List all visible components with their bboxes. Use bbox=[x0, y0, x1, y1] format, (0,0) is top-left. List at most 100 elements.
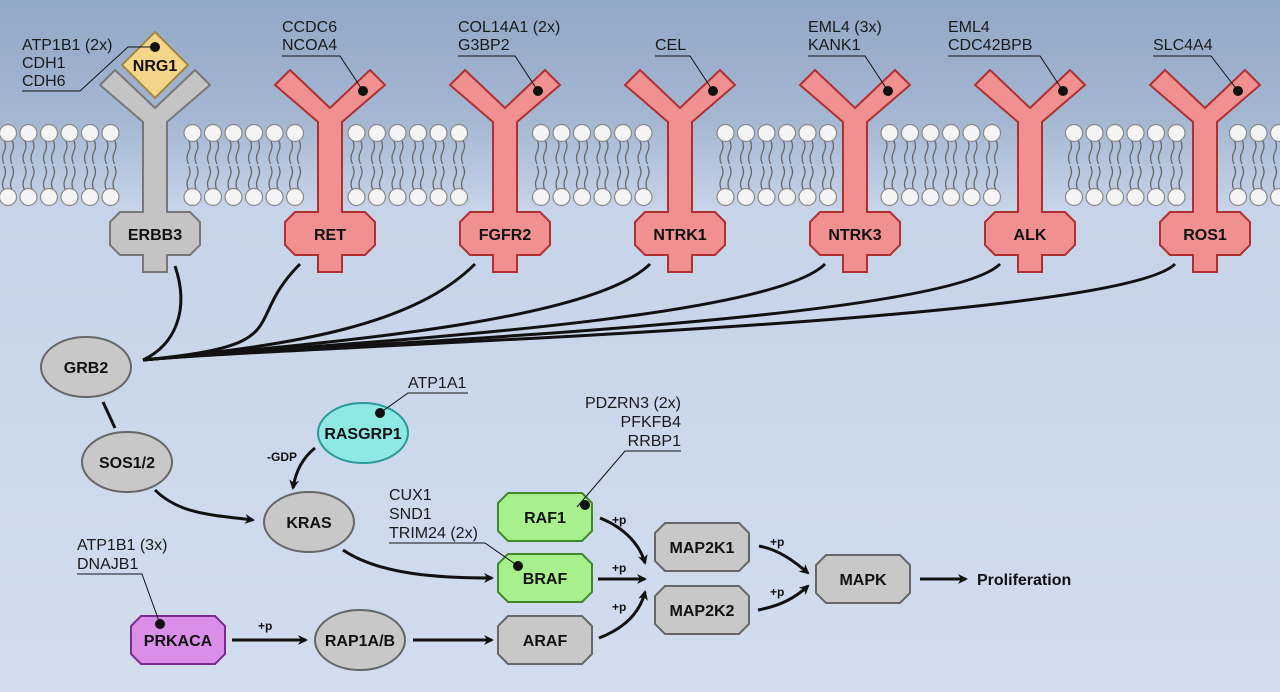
receptor-label: FGFR2 bbox=[479, 227, 532, 244]
fusion-dot bbox=[580, 500, 590, 510]
receptor-erbb3: ERBB3 bbox=[98, 68, 212, 273]
map2k2-label: MAP2K2 bbox=[670, 603, 735, 620]
lipid-head bbox=[900, 187, 920, 207]
lipid-head bbox=[1146, 187, 1166, 207]
rasgrp1-fusions: ATP1A1 bbox=[375, 375, 468, 418]
lipid-head bbox=[408, 187, 428, 207]
fusion-label: KANK1 bbox=[808, 37, 861, 54]
fusion-label: ATP1B1 (3x) bbox=[77, 537, 167, 554]
lipid-head bbox=[613, 123, 633, 143]
lipid-head bbox=[0, 123, 18, 143]
lipid-head bbox=[449, 123, 469, 143]
fusion-label: CEL bbox=[655, 37, 686, 54]
node-kras: KRAS bbox=[263, 491, 355, 553]
node-braf: BRAF bbox=[497, 553, 593, 603]
receptor-ntrk3: NTRK3 EML4 (3x)KANK1 bbox=[798, 19, 912, 273]
fusion-dot bbox=[358, 86, 368, 96]
node-grb2: GRB2 bbox=[40, 336, 132, 398]
lipid-head bbox=[572, 123, 592, 143]
lipid-head bbox=[1105, 123, 1125, 143]
lipid-head bbox=[224, 187, 243, 207]
lipid-head bbox=[552, 187, 571, 207]
lipid-head bbox=[285, 187, 305, 207]
lipid-head bbox=[552, 123, 571, 143]
braf-fusions: CUX1 SND1 TRIM24 (2x) bbox=[389, 487, 519, 567]
fusion-label: EML4 (3x) bbox=[808, 19, 882, 36]
fusion-dot bbox=[533, 86, 543, 96]
lipid-head bbox=[429, 187, 448, 207]
receptor-label: NTRK3 bbox=[828, 227, 881, 244]
fusion-label: CDH6 bbox=[22, 73, 66, 90]
nrg1-label: NRG1 bbox=[133, 58, 178, 75]
lipid-head bbox=[80, 187, 100, 207]
lipid-head bbox=[1228, 123, 1248, 143]
lipid-head bbox=[757, 123, 776, 143]
lipid-head bbox=[1064, 187, 1084, 207]
lipid-head bbox=[818, 123, 838, 143]
fusion-label: CCDC6 bbox=[282, 19, 337, 36]
lipid-head bbox=[1167, 123, 1186, 143]
lipid-head bbox=[716, 187, 735, 207]
araf-label: ARAF bbox=[523, 633, 568, 650]
raf1-fusions: PDZRN3 (2x) PFKFB4 RRBP1 bbox=[576, 395, 681, 508]
fusion-label: DNAJB1 bbox=[77, 556, 138, 573]
lipid-head bbox=[101, 187, 120, 207]
lipid-head bbox=[736, 123, 756, 143]
lipid-head bbox=[962, 123, 981, 143]
node-prkaca: PRKACA bbox=[130, 615, 226, 665]
phospho-label: +p bbox=[612, 561, 626, 575]
fusion-label: RRBP1 bbox=[628, 433, 681, 450]
prkaca-fusions: ATP1B1 (3x) DNAJB1 bbox=[77, 537, 167, 625]
lipid-head bbox=[265, 123, 284, 143]
fusion-label: EML4 bbox=[948, 19, 990, 36]
lipid-head bbox=[244, 187, 264, 207]
fusion-label: CDH1 bbox=[22, 55, 66, 72]
receptor-link bbox=[142, 262, 1177, 362]
lipid-head bbox=[1085, 187, 1104, 207]
receptor-ntrk1: NTRK1 CEL bbox=[623, 37, 737, 273]
lipid-head bbox=[0, 187, 18, 207]
lipid-head bbox=[367, 123, 387, 143]
lipid-head bbox=[1085, 123, 1104, 143]
receptor-grb2-links bbox=[142, 262, 1177, 362]
lipid-head bbox=[921, 187, 940, 207]
node-sos: SOS1/2 bbox=[81, 431, 173, 493]
lipid-head bbox=[941, 123, 961, 143]
lipid-head bbox=[777, 187, 797, 207]
fusion-dot bbox=[1058, 86, 1068, 96]
lipid-head bbox=[1167, 187, 1186, 207]
receptor-label: ERBB3 bbox=[128, 227, 182, 244]
map2k1-label: MAP2K1 bbox=[670, 540, 735, 557]
fusion-label: CUX1 bbox=[389, 487, 432, 504]
lipid-head bbox=[408, 123, 428, 143]
phospho-label: +p bbox=[770, 535, 784, 549]
lipid-head bbox=[716, 123, 735, 143]
lipid-head bbox=[1126, 123, 1145, 143]
grb2-label: GRB2 bbox=[64, 360, 109, 377]
rap1-label: RAP1A/B bbox=[325, 633, 395, 650]
lipid-head bbox=[818, 187, 838, 207]
lipid-head bbox=[1228, 187, 1248, 207]
lipid-head bbox=[593, 123, 612, 143]
phospho-label: +p bbox=[770, 585, 784, 599]
lipid-head bbox=[593, 187, 612, 207]
fusion-label: CDC42BPB bbox=[948, 37, 1032, 54]
fusion-label: ATP1B1 (2x) bbox=[22, 37, 112, 54]
lipid-head bbox=[798, 123, 817, 143]
sos-label: SOS1/2 bbox=[99, 455, 155, 472]
fusion-dot bbox=[708, 86, 718, 96]
phospho-label: +p bbox=[612, 513, 626, 527]
lipid-head bbox=[1249, 123, 1268, 143]
receptor-label: NTRK1 bbox=[653, 227, 706, 244]
kras-label: KRAS bbox=[286, 515, 332, 532]
lipid-head bbox=[347, 187, 366, 207]
lipid-head bbox=[80, 123, 100, 143]
lipid-head bbox=[880, 123, 899, 143]
braf-label: BRAF bbox=[523, 571, 568, 588]
lipid-head bbox=[1064, 123, 1084, 143]
